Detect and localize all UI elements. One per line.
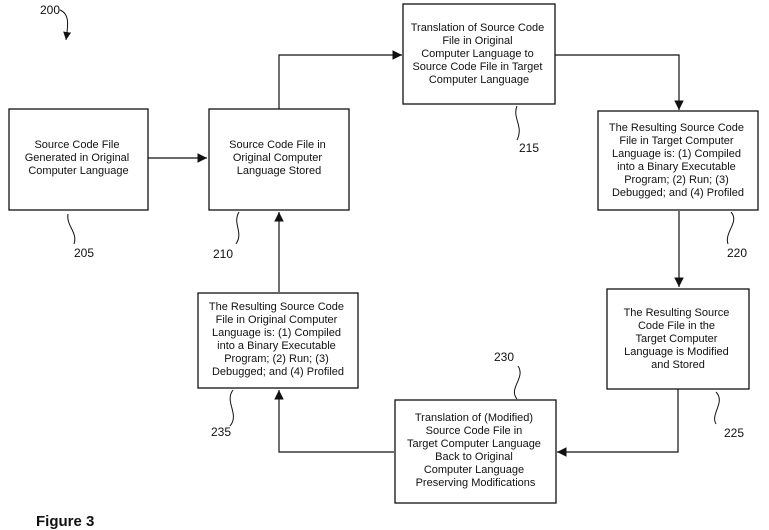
- ref-230: 230: [494, 350, 514, 364]
- arrow-210-to-215: [278, 50, 402, 109]
- node-225-label: The Resulting Source Code File in the Ta…: [624, 307, 733, 371]
- reference-labels: 205 210 215 220 225 230 235: [67, 105, 747, 440]
- node-230-box: [394, 399, 557, 504]
- ref-215: 215: [519, 141, 539, 155]
- figure-caption: Figure 3: [36, 513, 94, 530]
- node-215-label: Translation of Source Code File in Origi…: [411, 22, 548, 86]
- ref-215-leader: [515, 105, 520, 141]
- node-210-label: Source Code File in Original Computer La…: [229, 139, 329, 177]
- ref-235-leader: [229, 389, 234, 427]
- ref-225-leader: [714, 391, 720, 425]
- ref-230-leader: [513, 365, 521, 400]
- ref-225: 225: [724, 426, 744, 440]
- node-235-box: [197, 292, 359, 389]
- node-215-box: [402, 3, 556, 105]
- ref-205: 205: [74, 246, 94, 260]
- ref-210-leader: [235, 211, 240, 245]
- node-205-box: [8, 108, 149, 211]
- ref-210: 210: [213, 247, 233, 261]
- ref-220: 220: [727, 246, 747, 260]
- arrow-215-to-220: [555, 54, 684, 110]
- figure-number-pointer: [59, 9, 72, 41]
- node-220-label: The Resulting Source Code File in Target…: [609, 122, 747, 199]
- node-210-box: [208, 108, 350, 211]
- node-225: The Resulting Source Code File in the Ta…: [606, 288, 750, 390]
- arrow-230-to-235: [274, 390, 394, 453]
- node-220: The Resulting Source Code File in Target…: [597, 110, 759, 211]
- ref-235: 235: [211, 425, 231, 439]
- ref-220-leader: [726, 211, 735, 245]
- ref-205-leader: [67, 213, 76, 245]
- connectors: [148, 50, 684, 457]
- node-220-box: [597, 110, 759, 211]
- node-230-label: Translation of (Modified) Source Code Fi…: [407, 412, 544, 489]
- node-205-label: Source Code File Generated in Original C…: [25, 139, 133, 177]
- arrow-225-to-230: [557, 389, 679, 457]
- node-235: The Resulting Source Code File in Origin…: [197, 292, 359, 389]
- figure-number: 200: [40, 3, 60, 17]
- node-230: Translation of (Modified) Source Code Fi…: [394, 399, 557, 504]
- node-225-box: [606, 288, 750, 390]
- node-215: Translation of Source Code File in Origi…: [402, 3, 556, 105]
- node-205: Source Code File Generated in Original C…: [8, 108, 149, 211]
- node-210: Source Code File in Original Computer La…: [208, 108, 350, 211]
- node-235-label: The Resulting Source Code File in Origin…: [209, 301, 347, 378]
